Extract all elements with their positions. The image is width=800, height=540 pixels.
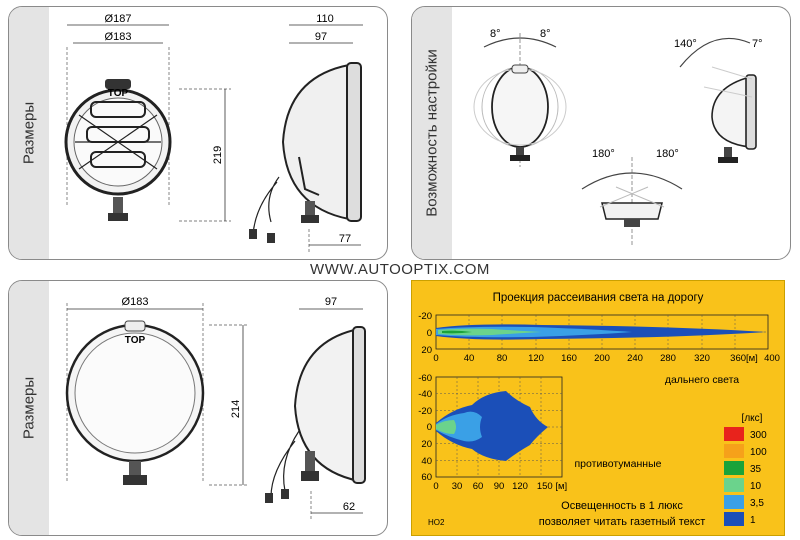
dimensions-panel-top: Размеры Ø187 Ø183 TOP 219 bbox=[8, 6, 388, 260]
dim-d187: Ø187 bbox=[105, 13, 132, 25]
dimensions-panel-bottom: Размеры Ø183 TOP 214 97 bbox=[8, 280, 388, 536]
y-tick-top: 20 bbox=[421, 345, 432, 356]
light-distribution-chart: Проекция рассеивания света на дорогу -20… bbox=[418, 292, 780, 528]
legend-swatch bbox=[724, 427, 744, 441]
side-view: 110 97 77 bbox=[249, 13, 363, 252]
y-tick-fog: 20 bbox=[421, 439, 432, 450]
x-tick-fog: 150 [м] bbox=[537, 481, 567, 492]
dim-bracket: 77 bbox=[339, 233, 351, 245]
light-distribution-panel: Проекция рассеивания света на дорогу -20… bbox=[411, 280, 785, 536]
legend-swatch bbox=[724, 512, 744, 526]
panel-sidebar: Возможность настройки bbox=[412, 7, 452, 259]
fog-beam-plot: -60 -40 -20 0 20 40 60 0 30 60 90 120 15… bbox=[418, 373, 661, 492]
adjustment-panel: Возможность настройки 8° 8° 140° 7° bbox=[411, 6, 791, 260]
legend-title: [лкс] bbox=[742, 413, 763, 424]
x-tick-fog: 120 bbox=[512, 481, 528, 492]
top-rotate-view: 180° 180° bbox=[581, 148, 683, 247]
dim-height: 219 bbox=[212, 146, 224, 164]
legend-swatch bbox=[724, 461, 744, 475]
y-tick-fog: -20 bbox=[418, 406, 432, 417]
high-beam-plot: -20 0 20 0 40 80 120 160 200 240 280 320… bbox=[418, 311, 780, 386]
x-tick-top: 0 bbox=[433, 353, 438, 364]
fog-light-drawing: Ø183 TOP 214 97 62 bbox=[65, 296, 366, 519]
dim-depth: 97 bbox=[325, 296, 337, 308]
panel-sidebar: Размеры bbox=[9, 7, 49, 259]
legend-value: 100 bbox=[750, 447, 767, 458]
x-tick-fog: 30 bbox=[452, 481, 463, 492]
y-tick-top: 0 bbox=[427, 328, 432, 339]
x-tick-top: 80 bbox=[497, 353, 508, 364]
y-tick-fog: -40 bbox=[418, 389, 432, 400]
top-mark: TOP bbox=[125, 335, 146, 346]
note-line-1: Освещенность в 1 люкс bbox=[561, 500, 683, 512]
y-tick-fog: 60 bbox=[421, 472, 432, 483]
high-beam-label: дальнего света bbox=[665, 374, 739, 386]
x-tick-top: 400 bbox=[764, 353, 780, 364]
x-tick-top: 360[м] bbox=[730, 353, 758, 364]
panel-sidebar: Размеры bbox=[9, 281, 49, 535]
x-tick-top: 160 bbox=[561, 353, 577, 364]
x-tick-top: 240 bbox=[627, 353, 643, 364]
dim-depth: 110 bbox=[316, 13, 334, 25]
x-tick-fog: 90 bbox=[494, 481, 505, 492]
side-tilt-view: 140° 7° bbox=[674, 37, 763, 163]
legend-swatch bbox=[724, 444, 744, 458]
angle-right-b: 7° bbox=[752, 38, 763, 50]
dim-height: 214 bbox=[230, 400, 242, 418]
angle-right-a: 140° bbox=[674, 38, 697, 50]
front-swivel-view: 8° 8° bbox=[473, 28, 567, 167]
angle-bottom-b: 180° bbox=[656, 148, 679, 160]
illuminance-legend: [лкс] 300 100 35 10 3,5 1 bbox=[724, 413, 767, 526]
angle-bottom-a: 180° bbox=[592, 148, 615, 160]
legend-swatch bbox=[724, 478, 744, 492]
x-tick-top: 320 bbox=[694, 353, 710, 364]
x-tick-fog: 60 bbox=[473, 481, 484, 492]
fog-label: противотуманные bbox=[575, 458, 662, 470]
legend-value: 300 bbox=[750, 430, 767, 441]
side-view: 97 62 bbox=[265, 296, 366, 519]
dim-depth2: 97 bbox=[315, 31, 327, 43]
x-tick-top: 200 bbox=[594, 353, 610, 364]
dim-d183: Ø183 bbox=[122, 296, 149, 308]
angle-left-b: 8° bbox=[540, 28, 551, 40]
y-tick-top: -20 bbox=[418, 311, 432, 322]
x-tick-top: 120 bbox=[528, 353, 544, 364]
note-line-2: позволяет читать газетный текст bbox=[539, 516, 705, 528]
chart-title: Проекция рассеивания света на дорогу bbox=[493, 292, 704, 304]
y-tick-fog: 40 bbox=[421, 456, 432, 467]
headlight-drawing-grid: Ø187 Ø183 TOP 219 110 97 bbox=[64, 13, 363, 252]
chart-code: HO2 bbox=[428, 518, 445, 527]
angle-left-a: 8° bbox=[490, 28, 501, 40]
legend-value: 3,5 bbox=[750, 498, 764, 509]
dim-bracket: 62 bbox=[343, 501, 355, 513]
adjustment-drawing: 8° 8° 140° 7° 180° 180° bbox=[473, 28, 763, 247]
website-watermark: WWW.AUTOOPTIX.COM bbox=[310, 261, 490, 278]
front-view: Ø183 TOP 214 bbox=[65, 296, 249, 486]
x-tick-fog: 0 bbox=[433, 481, 438, 492]
dim-d183: Ø183 bbox=[105, 31, 132, 43]
front-view: Ø187 Ø183 TOP 219 bbox=[64, 13, 231, 222]
legend-value: 1 bbox=[750, 515, 756, 526]
legend-swatch bbox=[724, 495, 744, 509]
legend-value: 35 bbox=[750, 464, 762, 475]
y-tick-fog: 0 bbox=[427, 422, 432, 433]
x-tick-top: 280 bbox=[660, 353, 676, 364]
y-tick-fog: -60 bbox=[418, 373, 432, 384]
legend-value: 10 bbox=[750, 481, 762, 492]
top-mark: TOP bbox=[108, 88, 129, 99]
x-tick-top: 40 bbox=[464, 353, 475, 364]
